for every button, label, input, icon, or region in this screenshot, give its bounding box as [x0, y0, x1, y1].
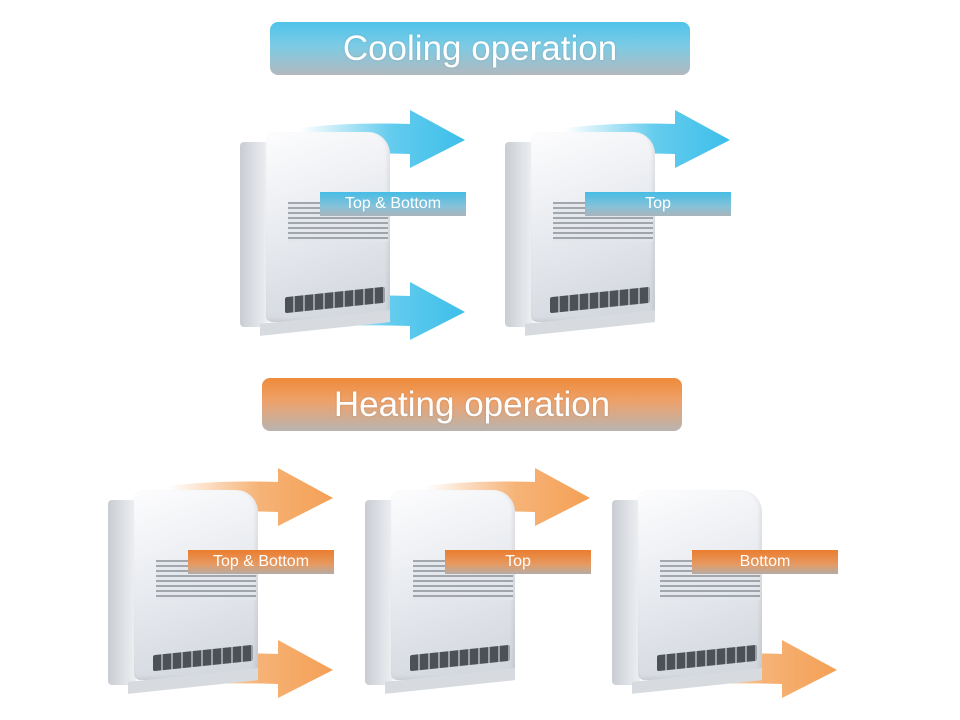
cooling-operation-banner: Cooling operation — [270, 22, 690, 75]
airflow-mode-text: Top — [505, 553, 531, 570]
airflow-mode-text: Top & Bottom — [344, 195, 442, 212]
airflow-mode-text: Bottom — [739, 553, 791, 570]
air-conditioner-unit-icon — [365, 490, 515, 694]
airflow-mode-label: Bottom — [692, 550, 838, 574]
airflow-mode-label: Top & Bottom — [188, 550, 334, 574]
air-conditioner-unit-icon — [108, 490, 258, 694]
heating-unit-2: Top — [365, 468, 605, 700]
air-conditioner-unit-icon — [240, 132, 390, 336]
airflow-mode-label: Top — [445, 550, 591, 574]
air-conditioner-unit-icon — [505, 132, 655, 336]
airflow-mode-label: Top — [585, 192, 731, 216]
heating-unit-3: Bottom — [612, 470, 852, 700]
airflow-mode-text: Top & Bottom — [212, 553, 310, 570]
air-conditioner-unit-icon — [612, 490, 762, 694]
airflow-mode-label: Top & Bottom — [320, 192, 466, 216]
cooling-title: Cooling operation — [342, 28, 618, 68]
heating-unit-1: Top & Bottom — [108, 468, 348, 700]
cooling-unit-2: Top — [505, 110, 745, 342]
airflow-mode-text: Top — [645, 195, 671, 212]
heating-operation-banner: Heating operation — [262, 378, 682, 431]
heating-title: Heating operation — [333, 384, 611, 424]
cooling-unit-1: Top & Bottom — [240, 110, 480, 342]
